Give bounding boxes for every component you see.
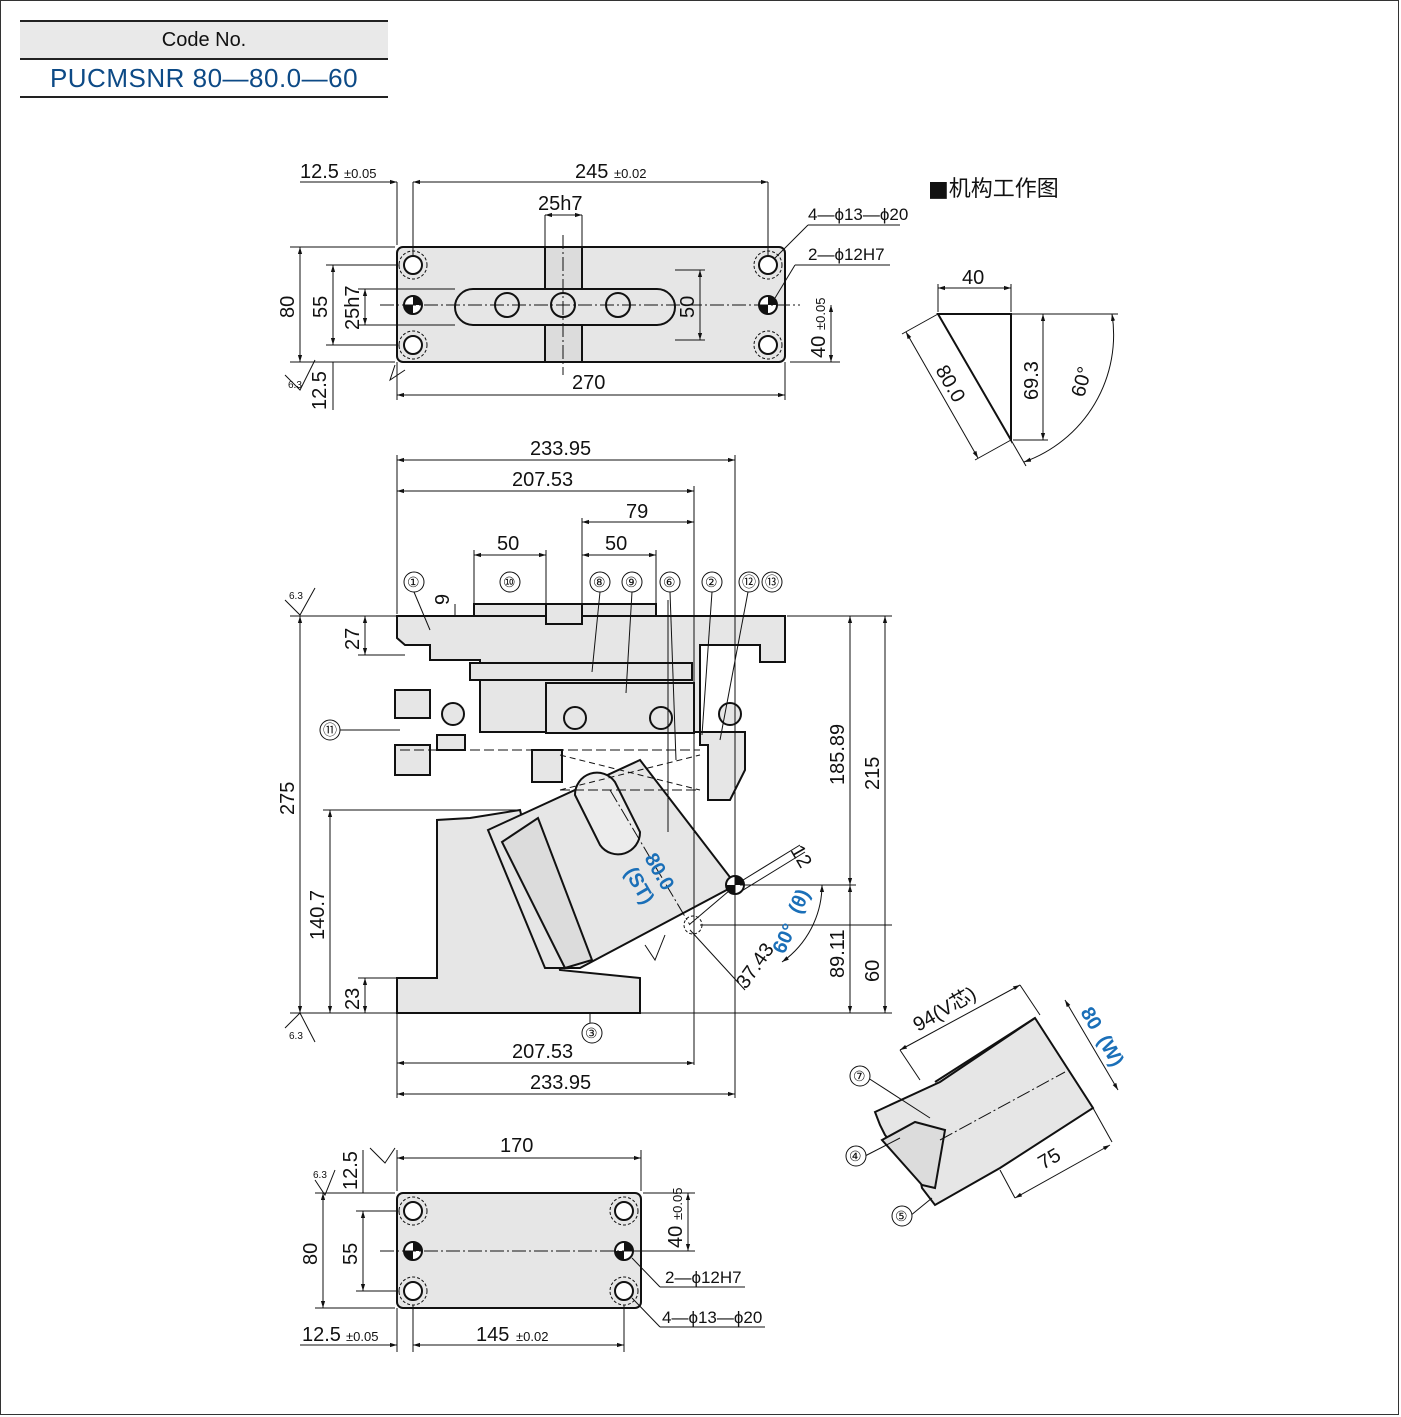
bottom-hole-callout-2: 4—ϕ13—ϕ20 — [662, 1308, 762, 1327]
triangle-angle: 60° — [1068, 364, 1097, 399]
bottom-pitch-tol: ±0.02 — [516, 1329, 548, 1344]
side-height-275: 275 — [277, 782, 299, 815]
side-angle-label: (θ) — [785, 886, 815, 917]
mechanism-title: ■机构工作图 — [928, 177, 1059, 202]
side-height-89: 89.11 — [827, 929, 849, 978]
detail-width-label: (W) — [1093, 1032, 1128, 1071]
code-value: PUCMSNR 80—80.0—60 — [20, 60, 388, 98]
detail-view-lines — [864, 984, 1119, 1217]
side-bottom-b: 207.53 — [512, 1041, 573, 1063]
side-overall-b: 207.53 — [512, 469, 573, 491]
detail-width: 80 — [1076, 1004, 1106, 1034]
bottom-inner: 55 — [340, 1243, 362, 1265]
bottom-length: 170 — [500, 1135, 533, 1157]
top-center-offset: 40 — [808, 336, 830, 358]
part-1: ① — [407, 574, 420, 590]
side-height-215: 215 — [862, 757, 884, 790]
top-center-offset-tol: ±0.05 — [813, 298, 828, 330]
bottom-surface-symbol: 6.3 — [313, 1170, 327, 1181]
part-13: ⑬ — [765, 574, 779, 590]
part-3: ③ — [585, 1025, 598, 1041]
code-number-box: Code No. PUCMSNR 80—80.0—60 — [20, 20, 388, 98]
top-pitch-side: 12.5 — [300, 161, 339, 183]
bottom-offset: 40 — [665, 1226, 687, 1248]
side-height-140: 140.7 — [307, 890, 329, 940]
top-hole-callout-2: 2—ϕ12H7 — [808, 245, 885, 264]
side-surface-symbol-top: 6.3 — [289, 591, 303, 602]
side-view — [394, 603, 786, 1014]
detail-v-center: 94(V芯) — [909, 982, 980, 1036]
part-11: ⑪ — [323, 722, 337, 738]
detail-part-bubbles — [845, 1065, 913, 1227]
top-surface-symbol: 6.3 — [288, 380, 302, 391]
top-length: 270 — [572, 372, 605, 394]
triangle-top: 40 — [962, 267, 984, 289]
side-thickness-9: 9 — [432, 594, 454, 605]
side-dist-12: 12 — [786, 842, 816, 872]
triangle-height: 69.3 — [1021, 361, 1043, 400]
top-slot-fit: 25h7 — [342, 286, 364, 331]
top-view — [284, 179, 900, 410]
side-slot-50-b: 50 — [605, 533, 627, 555]
part-12: ⑫ — [742, 574, 756, 590]
bottom-margin: 12.5 — [340, 1151, 362, 1190]
part-2: ② — [705, 574, 718, 590]
bottom-view — [300, 1147, 765, 1352]
top-inner-pitch: 55 — [310, 296, 332, 318]
top-hole-callout-1: 4—ϕ13—ϕ20 — [808, 205, 908, 224]
detail-part-4: ④ — [849, 1148, 862, 1164]
top-hole-pitch: 245 — [575, 161, 608, 183]
side-bottom-a: 233.95 — [530, 1072, 591, 1094]
code-header: Code No. — [20, 20, 388, 60]
side-view-lines — [284, 455, 892, 1098]
side-overall-a: 233.95 — [530, 438, 591, 460]
part-8: ⑧ — [593, 574, 606, 590]
triangle-diagram — [901, 284, 1118, 467]
top-key-width: 25h7 — [538, 193, 583, 215]
side-height-60: 60 — [862, 960, 884, 982]
bottom-pitch-side-tol: ±0.05 — [346, 1329, 378, 1344]
top-height: 80 — [277, 296, 299, 318]
bottom-offset-tol: ±0.05 — [670, 1188, 685, 1220]
side-height-185: 185.89 — [827, 724, 849, 785]
side-offset-79: 79 — [626, 501, 648, 523]
part-6: ⑥ — [663, 574, 676, 590]
detail-depth: 75 — [1035, 1144, 1065, 1174]
side-flange-27: 27 — [342, 628, 364, 650]
top-bottom-margin: 12.5 — [309, 371, 331, 410]
part-9: ⑨ — [625, 574, 638, 590]
bottom-hole-callout-1: 2—ϕ12H7 — [665, 1268, 742, 1287]
side-surface-symbol-bottom: 6.3 — [289, 1031, 303, 1042]
top-pitch-side-tol: ±0.05 — [344, 166, 376, 181]
side-slot-50-a: 50 — [497, 533, 519, 555]
side-base-23: 23 — [342, 988, 364, 1010]
triangle-slant: 80.0 — [931, 362, 970, 407]
top-slot-span: 50 — [677, 296, 699, 318]
detail-part-7: ⑦ — [853, 1068, 866, 1084]
part-10: ⑩ — [503, 574, 516, 590]
part-number-bubbles — [319, 571, 783, 1044]
bottom-pitch: 145 — [476, 1324, 509, 1346]
top-hole-pitch-tol: ±0.02 — [614, 166, 646, 181]
detail-part-5: ⑤ — [895, 1208, 908, 1224]
bottom-height: 80 — [300, 1243, 322, 1265]
bottom-pitch-side: 12.5 — [302, 1324, 341, 1346]
